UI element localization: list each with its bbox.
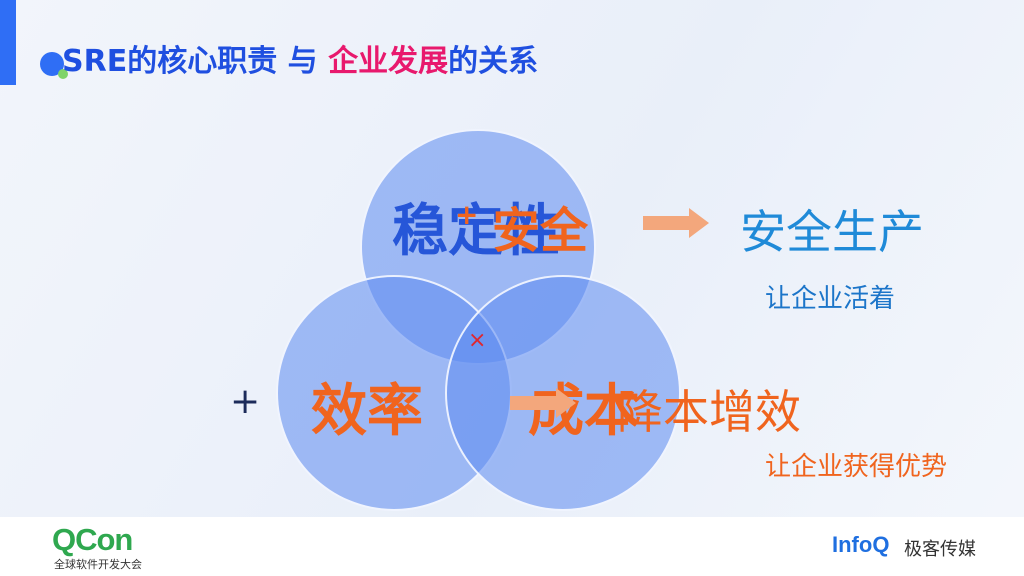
- title-bullet-dot-small: [58, 69, 68, 79]
- plus-mark-left: +: [230, 381, 261, 422]
- arrow-right-icon: [643, 208, 709, 238]
- venn-circle-cost: [445, 275, 681, 511]
- accent-bar: [0, 0, 16, 85]
- result-cost-reduction: 降本增效: [617, 385, 801, 439]
- label-cost: 成本: [528, 379, 640, 444]
- qcon-subtitle: 全球软件开发大会: [54, 558, 142, 571]
- footer-bar: [0, 517, 1024, 576]
- slide-title: SRE的核心职责 与 企业发展的关系: [62, 36, 538, 80]
- geekbang-media-logo: 极客传媒: [904, 539, 976, 560]
- result-safe-production: 安全生产: [740, 205, 924, 259]
- label-efficiency: 效率: [311, 379, 423, 444]
- plus-mark-top: +: [455, 198, 479, 231]
- arrow-right-icon-bottom: [510, 388, 576, 418]
- infoq-logo: InfoQ: [832, 532, 890, 557]
- title-part-3: 的关系: [448, 44, 539, 79]
- result-cost-reduction-sub: 让企业获得优势: [765, 452, 948, 482]
- label-stability: 稳定性: [392, 199, 560, 264]
- qcon-logo: QCon: [52, 522, 133, 557]
- result-safe-production-sub: 让企业活着: [765, 284, 896, 314]
- label-safety-overlay: 安全: [492, 203, 589, 259]
- title-part-2: 企业发展: [328, 44, 449, 79]
- title-part-1: SRE的核心职责 与: [62, 44, 329, 79]
- center-cross-mark: ×: [468, 328, 487, 353]
